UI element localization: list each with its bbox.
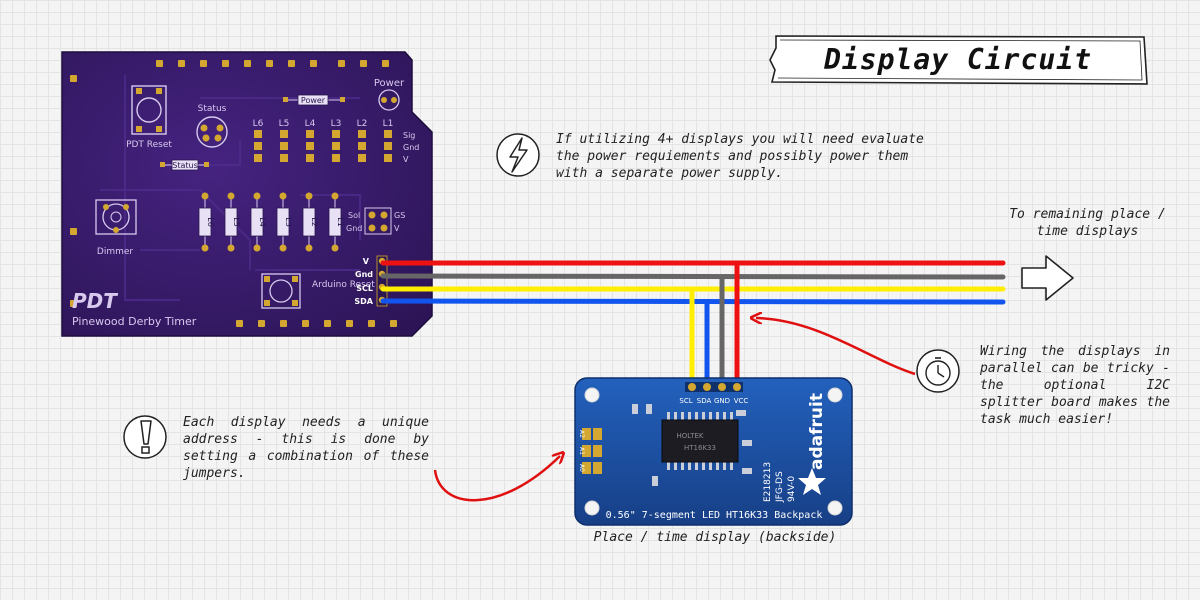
power-resistor: Power <box>283 94 345 106</box>
lane-label: L6 <box>253 119 264 129</box>
drop-wires <box>689 263 740 390</box>
display-bottom-label: 0.56" 7-segment LED HT16K33 Backpack <box>606 510 823 521</box>
pin-sda-label: SDA <box>354 297 373 306</box>
sol-gs-jumper <box>364 207 392 235</box>
address-jumpers: A2 A1 A0 <box>578 428 602 474</box>
part-code: JFG-DS <box>775 471 785 503</box>
adafruit-wordmark: adafruit <box>807 393 827 470</box>
resistor-label: L2 <box>310 217 319 227</box>
pcb-brand: PDT <box>72 289 118 313</box>
pin-v-label: V <box>363 257 370 266</box>
pdt-shield-board: PDT Reset Status Status Power Power <box>61 51 433 337</box>
lane-header-labels: L6 L5 L4 L3 L2 L1 <box>253 119 394 129</box>
wire-gnd <box>380 273 1006 280</box>
display-pin-vcc: VCC <box>734 397 749 405</box>
status-label: Status <box>198 104 227 114</box>
display-pin-gnd: GND <box>714 397 730 405</box>
red-arrow-jumpers <box>433 456 560 502</box>
power-resistor-label: Power <box>301 96 326 105</box>
dimmer-potentiometer <box>95 199 137 235</box>
jumper-a1: A1 <box>578 447 585 455</box>
display-pin-header: SCL SDA GND VCC <box>679 382 748 405</box>
status-resistor-label: Status <box>172 161 198 170</box>
chip-brand: HOLTEK <box>677 432 704 440</box>
arduino-reset-label: Arduino Reset <box>312 280 375 290</box>
v2-label: V <box>394 224 400 233</box>
status-resistor: Status <box>160 159 209 171</box>
power-led-label: Power <box>374 78 405 89</box>
smd-components <box>632 404 752 486</box>
ht16k33-chip: HOLTEK HT16K33 <box>661 412 739 470</box>
display-caption: Place / time display (backside) <box>593 530 837 545</box>
title-frame <box>769 35 1148 85</box>
display-pin-sda: SDA <box>697 397 712 405</box>
status-led <box>196 116 228 148</box>
page-title: Display Circuit <box>824 42 1092 76</box>
gs-label: GS <box>394 211 405 220</box>
part-code: 94V-0 <box>787 476 797 502</box>
sol-label: Sol <box>348 211 360 220</box>
gnd-label: Gnd <box>403 143 419 152</box>
lane-header-pads <box>254 130 392 162</box>
parallel-wiring-note: Wiring the displays in parallel can be t… <box>980 344 1170 427</box>
chip-model: HT16K33 <box>684 444 716 452</box>
lane-label: L1 <box>383 119 394 129</box>
part-code: E218213 <box>763 462 773 502</box>
pdt-reset-label: PDT Reset <box>126 140 172 150</box>
side-pads <box>70 75 77 307</box>
stopwatch-icon <box>916 349 960 393</box>
address-jumper-note: Each display needs a unique address - th… <box>183 415 429 481</box>
remaining-displays-note: To remaining place / time displays <box>1009 207 1166 239</box>
power-note: If utilizing 4+ displays you will need e… <box>556 132 924 181</box>
pin-gnd-label: Gnd <box>355 270 373 279</box>
lane-label: L3 <box>331 119 342 129</box>
resistor-label: L3 <box>284 217 293 227</box>
pcb-subtitle: Pinewood Derby Timer <box>72 315 197 328</box>
pin-scl-label: SCL <box>356 284 373 293</box>
lane-label: L4 <box>305 119 316 129</box>
lane-resistors: L6 L5 L4 L3 L2 L1 <box>198 192 345 252</box>
jumper-a2: A2 <box>578 430 585 438</box>
dimmer-label: Dimmer <box>97 247 134 257</box>
pcb-outline <box>61 51 433 337</box>
pdt-reset-button <box>131 85 167 135</box>
bottom-header-pads <box>236 320 397 327</box>
resistor-label: L1 <box>336 217 345 227</box>
lane-label: L2 <box>357 119 368 129</box>
exclamation-icon <box>123 415 167 459</box>
lane-label: L5 <box>279 119 290 129</box>
adafruit-logo: adafruit <box>798 393 827 495</box>
seven-segment-backpack: SCL SDA GND VCC <box>574 377 853 526</box>
v-label: V <box>403 155 409 164</box>
jumper-a0: A0 <box>578 464 585 472</box>
top-header-pads <box>156 60 389 67</box>
power-led <box>378 89 400 111</box>
red-arrow-parallel <box>756 318 916 376</box>
arduino-reset-button <box>261 273 301 309</box>
gnd2-label: Gnd <box>346 224 362 233</box>
resistor-label: L6 <box>206 217 215 227</box>
resistor-label: L5 <box>232 217 241 227</box>
sig-label: Sig <box>403 131 415 140</box>
display-pin-scl: SCL <box>679 397 692 405</box>
lightning-icon <box>496 133 540 177</box>
hollow-arrow-icon <box>1021 255 1074 301</box>
resistor-label: L4 <box>258 217 267 227</box>
